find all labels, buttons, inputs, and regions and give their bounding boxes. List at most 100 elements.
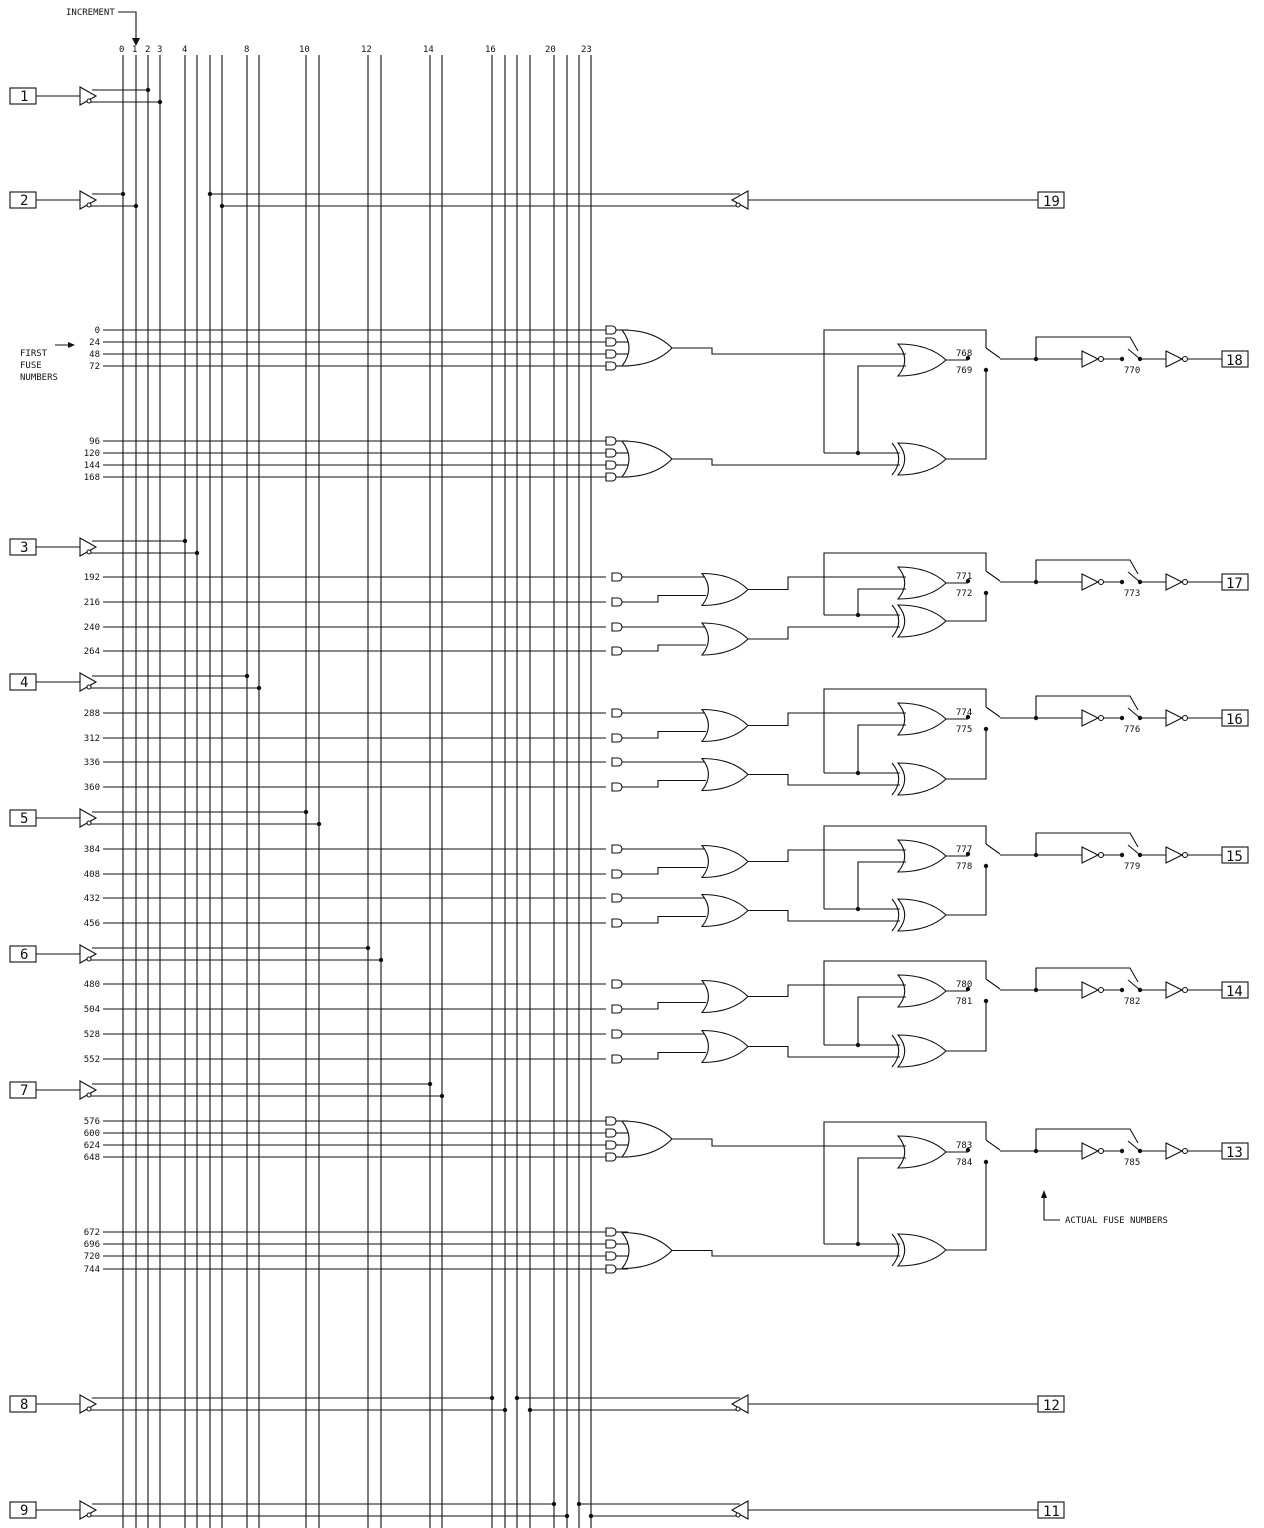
junction-dot xyxy=(576,1501,582,1507)
fuse-row-number: 144 xyxy=(84,461,100,471)
fuse-row-number: 360 xyxy=(84,783,100,793)
or-gate-icon xyxy=(896,974,947,1008)
input-pin-group: 6 xyxy=(9,944,384,964)
wire xyxy=(857,996,906,1045)
junction-dot xyxy=(194,550,200,556)
wire xyxy=(748,712,906,727)
fuse-label-oe: 773 xyxy=(1124,589,1140,599)
fuse-switch xyxy=(1127,707,1141,719)
fuse-row-number: 0 xyxy=(95,326,100,336)
xor-gate-icon xyxy=(896,1233,947,1267)
and-gate-icon xyxy=(605,349,617,359)
wire xyxy=(622,730,706,739)
feedback-frame xyxy=(823,1121,987,1244)
column-number: 23 xyxy=(581,45,592,55)
inverting-bubble xyxy=(1181,578,1189,586)
wire xyxy=(946,593,987,622)
wire xyxy=(946,729,987,780)
first-fuse-arrowhead xyxy=(68,342,75,348)
wire xyxy=(622,594,706,603)
fuse-label-top: 783 xyxy=(956,1141,972,1151)
wire xyxy=(946,1001,987,1052)
fuse-row-number: 672 xyxy=(84,1228,100,1238)
inverting-bubble xyxy=(1181,1147,1189,1155)
junction-dot xyxy=(133,203,139,209)
wire xyxy=(622,866,706,875)
wire xyxy=(748,1045,900,1058)
and-gate-icon xyxy=(611,1029,623,1039)
wire xyxy=(857,724,906,773)
or-gate-icon xyxy=(896,566,947,600)
and-gate-icon xyxy=(611,918,623,928)
or-gate-icon xyxy=(700,893,749,928)
inverter-buffer-icon xyxy=(1165,981,1184,999)
wire xyxy=(622,915,706,924)
fuse-switch xyxy=(985,570,1001,582)
output-pin-number: 14 xyxy=(1226,984,1243,1000)
inverting-bubble xyxy=(735,202,741,208)
fuse-switch xyxy=(1127,1140,1141,1152)
and-gate-icon xyxy=(611,597,623,607)
fuse-label-top: 777 xyxy=(956,845,972,855)
first-fuse-label-line1: FIRST xyxy=(20,349,48,359)
column-number: 14 xyxy=(423,45,434,55)
feedback-frame xyxy=(823,960,987,1045)
junction-dot xyxy=(120,191,126,197)
increment-arrow-line xyxy=(118,11,137,44)
wire xyxy=(857,365,906,453)
input-pin-group: 4 xyxy=(9,672,262,692)
fuse-label-oe: 785 xyxy=(1124,1158,1140,1168)
wire xyxy=(946,1162,987,1251)
and-gate-icon xyxy=(611,782,623,792)
wire xyxy=(672,458,900,466)
output-pin-box xyxy=(1221,573,1249,591)
fuse-row-number: 432 xyxy=(84,894,100,904)
oe-loop xyxy=(1035,559,1139,582)
column-number: 16 xyxy=(485,45,496,55)
fuse-label-bottom: 772 xyxy=(956,589,972,599)
junction-dot xyxy=(182,538,188,544)
increment-label: INCREMENT xyxy=(66,8,115,18)
xor-gate-extra-curve xyxy=(891,442,900,476)
and-gate-icon xyxy=(605,472,617,482)
feedback-frame xyxy=(823,552,987,615)
wire xyxy=(946,370,987,460)
and-gate-icon xyxy=(605,448,617,458)
fuse-label-oe: 779 xyxy=(1124,862,1140,872)
input-pin-group: 7 xyxy=(9,1080,445,1100)
inverting-bubble xyxy=(86,202,92,208)
inverter-buffer-icon xyxy=(1081,846,1100,864)
and-gate-icon xyxy=(611,979,623,989)
fuse-label-oe: 776 xyxy=(1124,725,1140,735)
and-gate-icon xyxy=(611,844,623,854)
wire xyxy=(748,576,906,591)
or-gate-icon xyxy=(700,844,749,879)
inverter-buffer-icon xyxy=(1165,846,1184,864)
junction-dot xyxy=(965,986,971,992)
junction-dot xyxy=(427,1081,433,1087)
junction-dot xyxy=(1119,715,1125,721)
inverting-bubble xyxy=(1181,986,1189,994)
junction-dot xyxy=(316,821,322,827)
junction-dot xyxy=(551,1501,557,1507)
increment-arrowhead xyxy=(132,38,140,46)
junction-dot xyxy=(965,1147,971,1153)
fuse-row-number: 456 xyxy=(84,919,100,929)
fuse-row-number: 720 xyxy=(84,1252,100,1262)
junction-dot xyxy=(502,1407,508,1413)
wire xyxy=(857,861,906,909)
fuse-row-number: 696 xyxy=(84,1240,100,1250)
fuse-row-number: 624 xyxy=(84,1141,100,1151)
oe-loop xyxy=(1035,336,1139,359)
fuse-row-number: 600 xyxy=(84,1129,100,1139)
junction-dot xyxy=(256,685,262,691)
fuse-switch xyxy=(985,1139,1001,1151)
junction-dot xyxy=(439,1093,445,1099)
fuse-row-number: 168 xyxy=(84,473,100,483)
or-gate-icon xyxy=(896,343,947,377)
fuse-switch xyxy=(985,843,1001,855)
junction-dot xyxy=(965,355,971,361)
or-gate-icon xyxy=(620,440,673,478)
wire xyxy=(622,644,706,652)
